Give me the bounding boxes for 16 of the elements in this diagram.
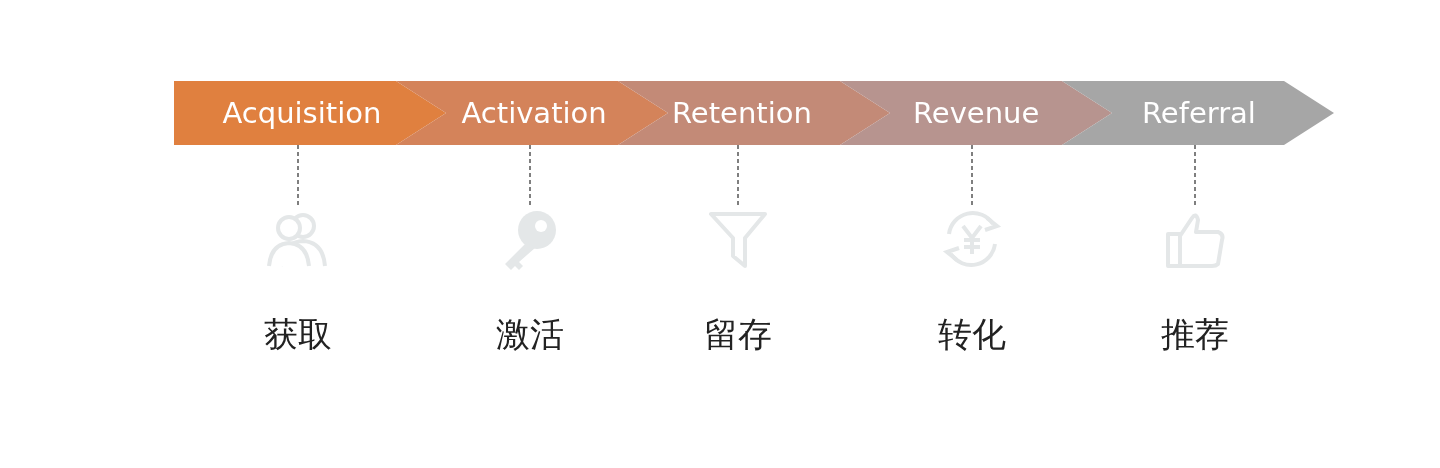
step-caption: 转化 bbox=[938, 313, 1006, 356]
step-label: Revenue bbox=[913, 95, 1040, 132]
chevron-step bbox=[840, 81, 1112, 145]
chevron-step bbox=[618, 81, 890, 145]
step-caption: 激活 bbox=[496, 313, 564, 356]
step-caption: 留存 bbox=[704, 313, 772, 356]
circle-icon bbox=[941, 208, 1003, 270]
step-label: Referral bbox=[1142, 95, 1256, 132]
chevron-step bbox=[1062, 81, 1334, 145]
step-label: Activation bbox=[461, 95, 607, 132]
step-label: Acquisition bbox=[222, 95, 382, 132]
chevron-step bbox=[174, 81, 446, 145]
step-label: Retention bbox=[672, 95, 812, 132]
chevron-step bbox=[396, 81, 668, 145]
step-caption: 推荐 bbox=[1161, 313, 1229, 356]
step-caption: 获取 bbox=[264, 313, 332, 356]
